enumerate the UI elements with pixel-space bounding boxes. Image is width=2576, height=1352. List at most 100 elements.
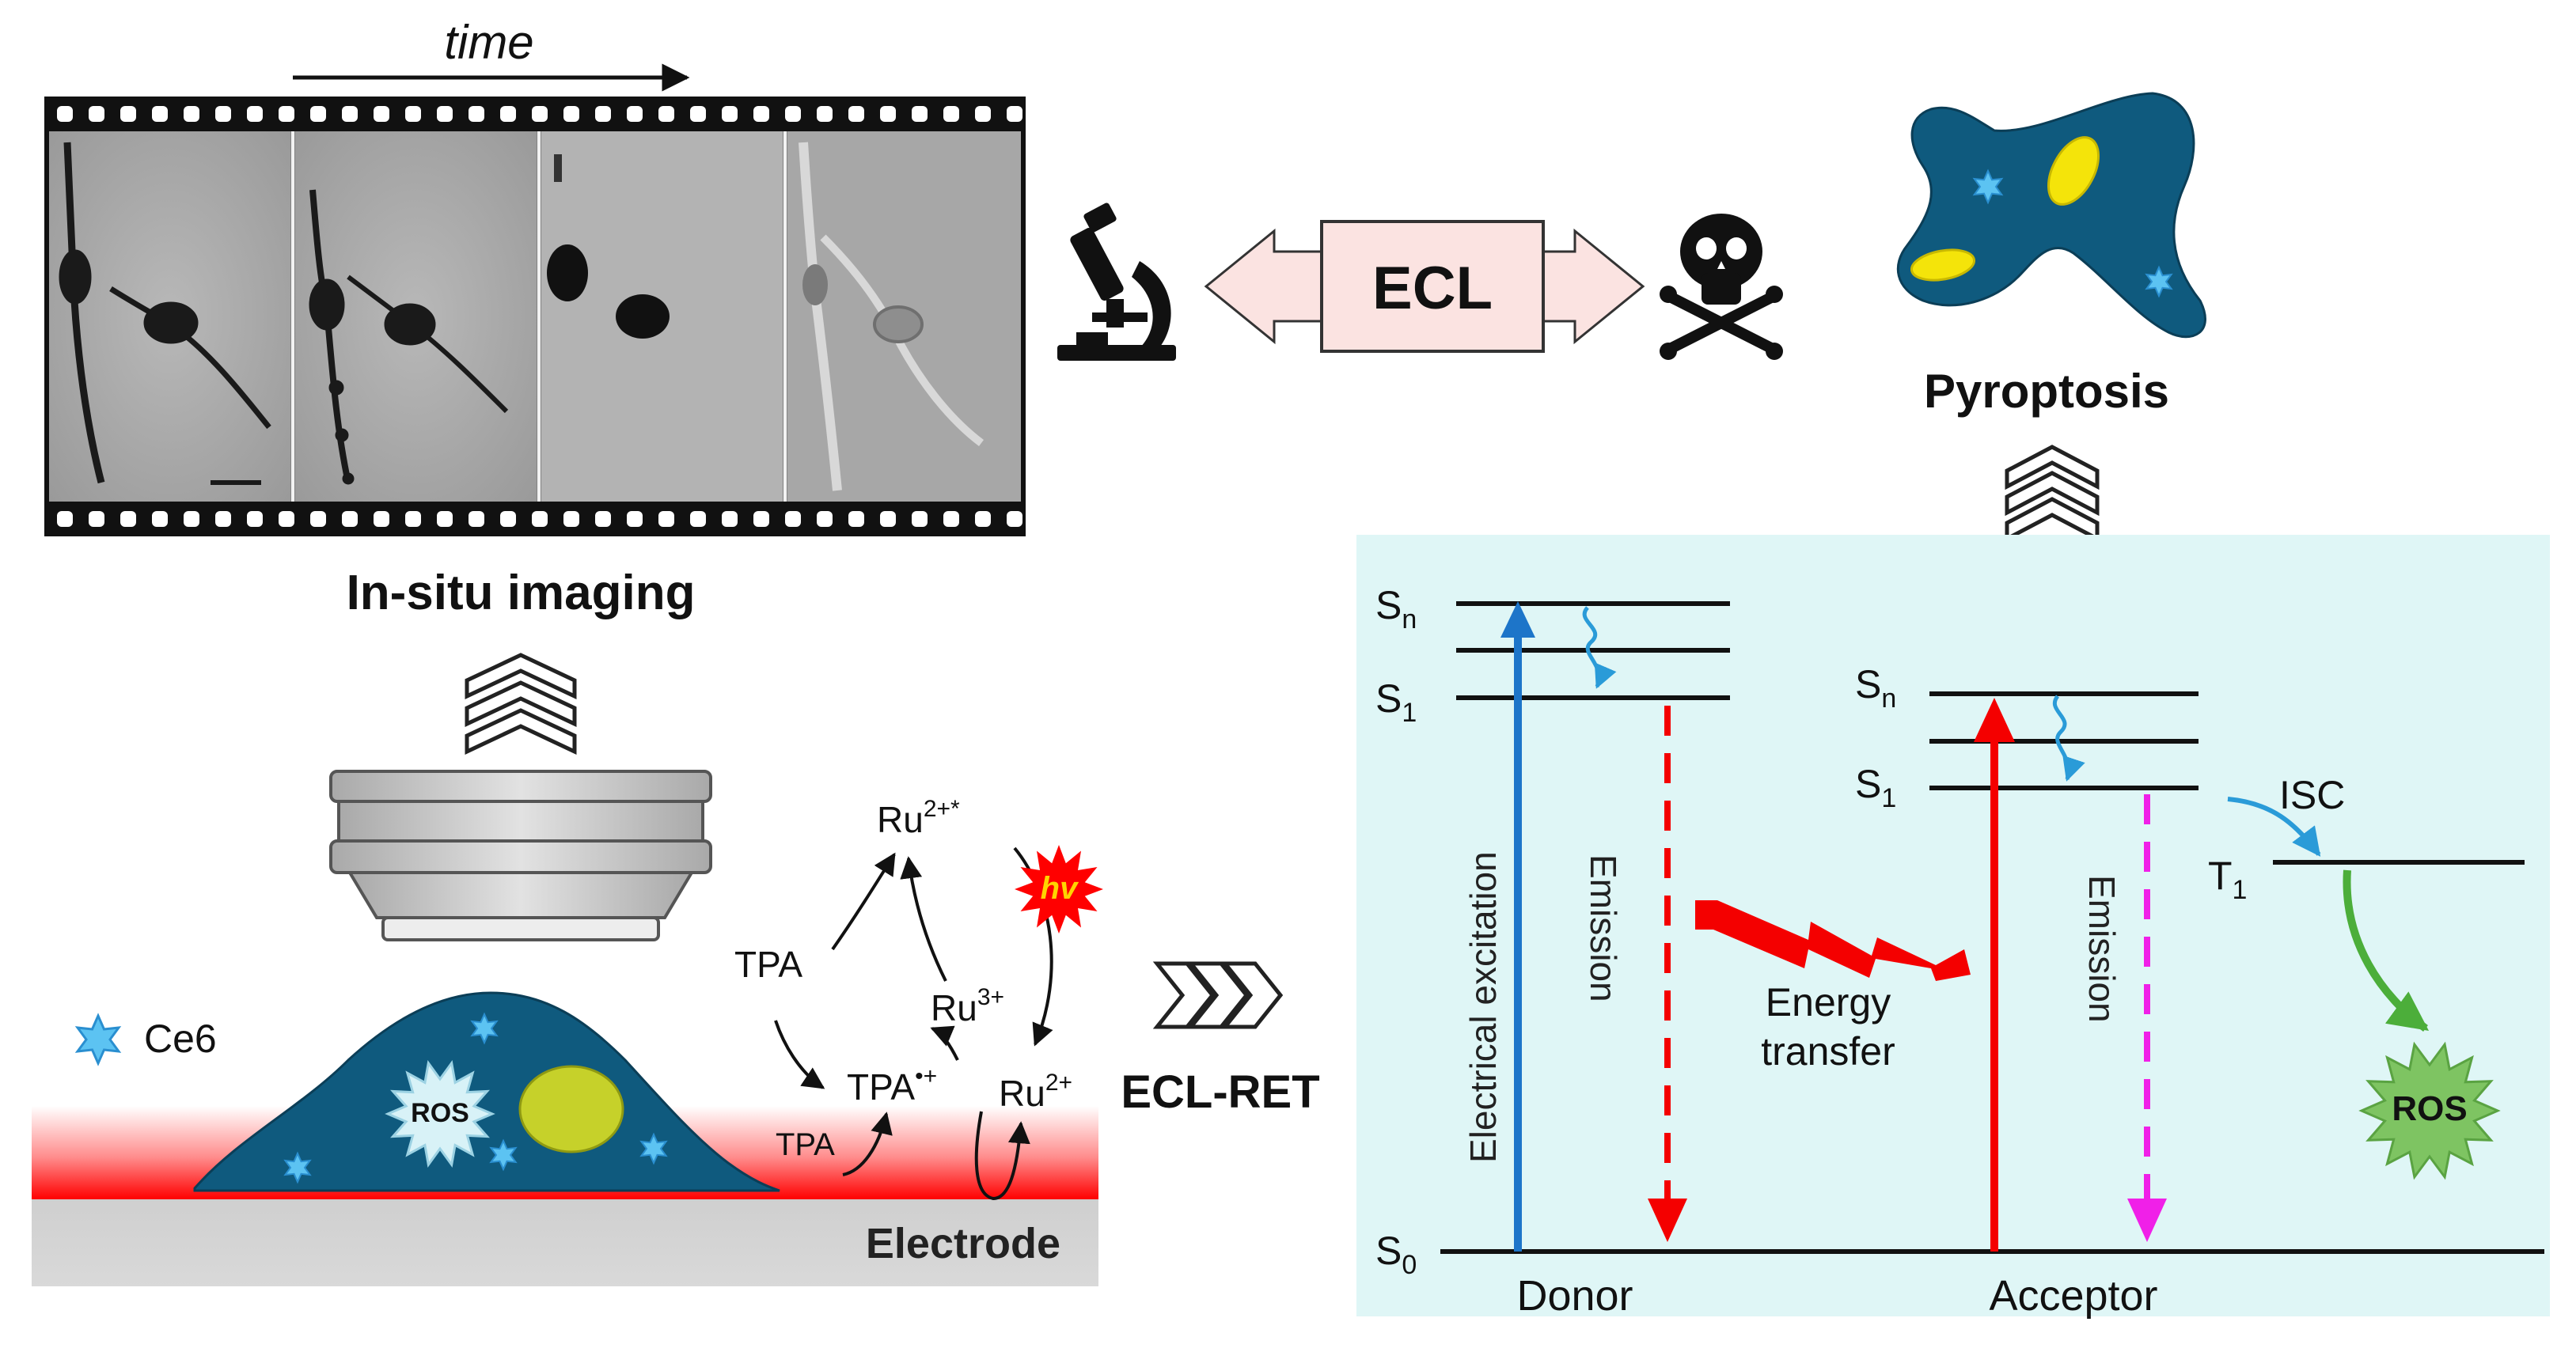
time-label: time xyxy=(444,16,533,69)
film-perforation xyxy=(247,511,263,527)
film-perforation xyxy=(848,511,864,527)
ce6-star-icon xyxy=(283,1151,312,1184)
cell-image-2 xyxy=(309,189,509,485)
ru2-label: Ru2+ xyxy=(999,1070,1072,1114)
film-perforation xyxy=(880,511,896,527)
pyroptosis-label: Pyroptosis xyxy=(1924,365,2169,418)
film-perforations-top xyxy=(57,106,1022,122)
film-perforation xyxy=(469,511,484,527)
t1-label: T1 xyxy=(2208,854,2247,905)
film-perforation xyxy=(437,511,453,527)
cell-image-4 xyxy=(799,142,984,491)
film-perforation xyxy=(57,511,73,527)
s0-label: S0 xyxy=(1375,1229,1417,1280)
film-perforation xyxy=(658,106,674,122)
ce6-star-icon xyxy=(639,1132,668,1165)
cell-ros-label: ROS xyxy=(411,1098,469,1128)
ecl-ret-label: ECL-RET xyxy=(1121,1066,1319,1118)
film-perforation xyxy=(722,106,738,122)
acceptor-label: Acceptor xyxy=(1989,1272,2157,1320)
ros-burst-icon xyxy=(385,1059,495,1168)
ce6-star-icon xyxy=(2145,265,2173,298)
energy-transfer-line1: Energy xyxy=(1766,980,1891,1024)
film-perforation xyxy=(912,511,928,527)
microscope-icon xyxy=(1057,203,1176,361)
film-perforation xyxy=(880,106,896,122)
film-perforation xyxy=(595,106,611,122)
film-perforations-bottom xyxy=(57,511,1022,527)
film-perforation xyxy=(152,511,168,527)
film-perforation xyxy=(184,511,199,527)
acceptor-relaxation-squiggle xyxy=(2052,695,2085,782)
tpa-surface-label: TPA xyxy=(776,1127,835,1162)
acceptor-sn-label: Sn xyxy=(1855,662,1896,714)
electrical-excitation-label: Electrical excitation xyxy=(1463,851,1504,1163)
ru-cycle: Ru2+* TPA Ru3+ TPA•+ Ru2+ TPA hv xyxy=(734,796,1103,1201)
film-perforation xyxy=(57,106,73,122)
film-perforation xyxy=(342,106,358,122)
film-perforation xyxy=(912,106,928,122)
tpa-left-label: TPA xyxy=(734,944,802,985)
film-perforation xyxy=(817,511,833,527)
ru3-label: Ru3+ xyxy=(931,984,1004,1028)
film-perforation xyxy=(247,106,263,122)
ce6-legend-label: Ce6 xyxy=(144,1017,217,1061)
film-perforation xyxy=(595,511,611,527)
film-perforation xyxy=(817,106,833,122)
cell-image-1 xyxy=(59,142,271,485)
film-perforation xyxy=(279,106,294,122)
film-perforation xyxy=(943,106,959,122)
film-perforation xyxy=(215,511,231,527)
ce6-star-icon xyxy=(1972,169,2004,205)
film-perforation xyxy=(753,106,769,122)
film-perforation xyxy=(342,511,358,527)
electrode-surface xyxy=(32,1199,1098,1286)
donor-label: Donor xyxy=(1516,1272,1633,1320)
ce6-star-icon xyxy=(489,1138,518,1172)
ecl-box xyxy=(1320,220,1545,353)
film-perforation xyxy=(500,106,516,122)
film-perforation xyxy=(1007,511,1022,527)
film-perforation xyxy=(89,511,104,527)
donor-s1-label: S1 xyxy=(1375,676,1417,728)
cell-nucleus xyxy=(518,1065,624,1153)
ce6-star-icon xyxy=(470,1012,499,1045)
in-situ-imaging-caption: In-situ imaging xyxy=(347,566,696,620)
film-perforation xyxy=(848,106,864,122)
energy-diagram-panel: Sn S1 S0 Sn S1 T1 Electrical excitation … xyxy=(1356,535,2550,1320)
film-perforation xyxy=(785,106,801,122)
ecl-label: ECL xyxy=(1372,255,1493,322)
hv-burst-icon xyxy=(1015,845,1103,934)
objective-lens-icon xyxy=(329,770,712,941)
cell-image-3 xyxy=(547,154,670,339)
pyroptosis-cell xyxy=(1896,92,2206,339)
donor-emission-label: Emission xyxy=(1583,854,1624,1002)
donor-relaxation-squiggle xyxy=(1582,606,1617,689)
film-perforation xyxy=(975,106,991,122)
panel-ros-label: ROS xyxy=(2392,1089,2467,1128)
double-arrow: ECL xyxy=(1204,220,1645,353)
film-perforation xyxy=(658,511,674,527)
film-perforation xyxy=(120,511,136,527)
film-perforation xyxy=(1007,106,1022,122)
film-perforation xyxy=(310,511,326,527)
film-perforation xyxy=(469,106,484,122)
energy-transfer-line2: transfer xyxy=(1761,1029,1895,1074)
ce6-star-icon xyxy=(74,1013,122,1066)
film-perforation xyxy=(690,511,706,527)
film-perforation xyxy=(753,511,769,527)
electrode-scene: Electrode Ce6 ROS xyxy=(32,991,1098,1286)
acceptor-emission-label: Emission xyxy=(2081,875,2123,1023)
skull-crossbones-icon xyxy=(1660,214,1783,360)
film-perforation xyxy=(532,511,548,527)
film-perforation xyxy=(89,106,104,122)
film-perforation xyxy=(374,106,389,122)
cell-ce6-stars xyxy=(283,1012,668,1184)
film-perforation xyxy=(690,106,706,122)
film-perforation xyxy=(627,106,643,122)
film-perforation xyxy=(722,511,738,527)
film-perforation xyxy=(532,106,548,122)
film-perforation xyxy=(943,511,959,527)
isc-label: ISC xyxy=(2279,773,2345,817)
